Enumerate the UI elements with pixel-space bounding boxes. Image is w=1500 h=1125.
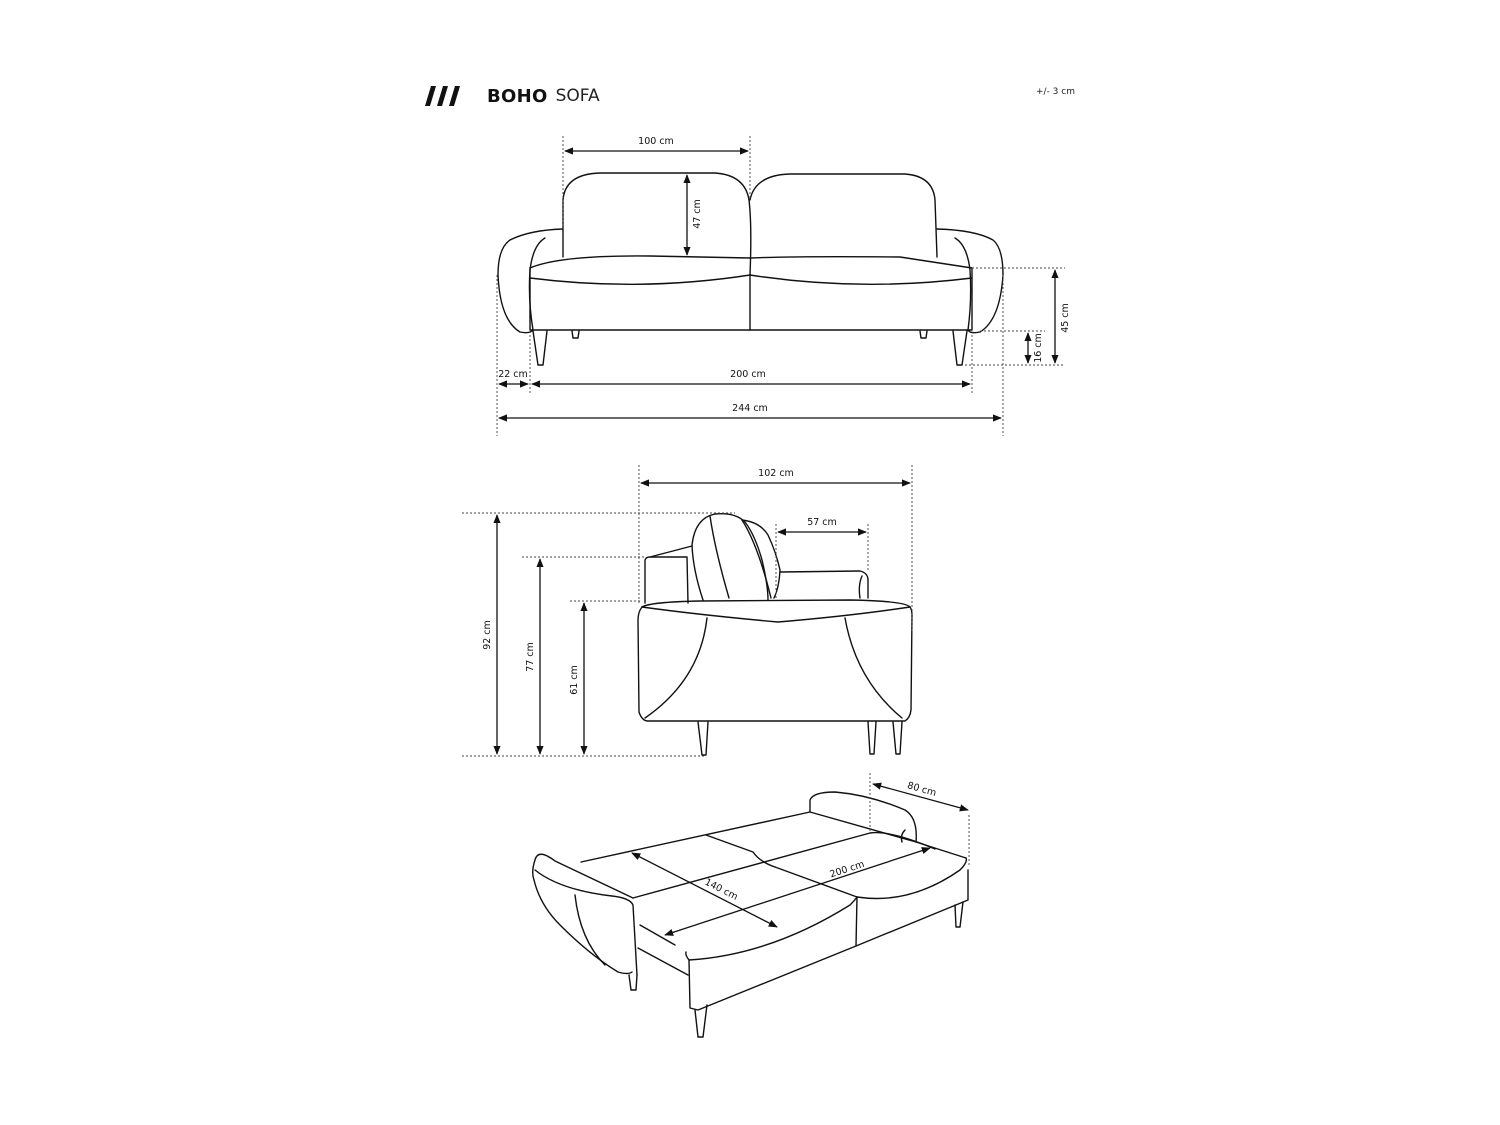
dim-leg-height: 16 cm [1033,333,1044,363]
bed-view: 80 cm 140 cm 200 cm [532,773,970,1038]
dim-backrest-width: 100 cm [638,136,674,147]
dim-seat-width: 200 cm [730,369,766,380]
product-title-light: SOFA [555,86,600,106]
header: BOHO SOFA [425,84,600,108]
tolerance-note: +/- 3 cm [1036,87,1075,97]
front-view: 100 cm 47 cm 22 cm 200 cm 244 cm 45 cm 1… [496,136,1071,436]
dim-seat-depth: 57 cm [807,517,837,528]
dim-total-depth: 102 cm [758,468,794,479]
dim-total-width: 244 cm [732,403,768,414]
triple-slash-logo-icon [425,86,460,106]
dim-seat-top-height: 61 cm [569,665,580,695]
dim-armrest-height: 77 cm [525,642,536,672]
dim-seat-height: 45 cm [1060,303,1071,333]
side-view: 102 cm 57 cm 92 cm 77 cm 61 cm [462,465,913,757]
dim-bed-length: 200 cm [829,859,866,880]
dim-total-height: 92 cm [482,620,493,650]
dim-armrest-width: 22 cm [498,369,528,380]
dim-armrest-depth: 80 cm [906,780,937,799]
product-title-bold: BOHO [487,85,548,107]
dim-backrest-height: 47 cm [692,199,703,229]
